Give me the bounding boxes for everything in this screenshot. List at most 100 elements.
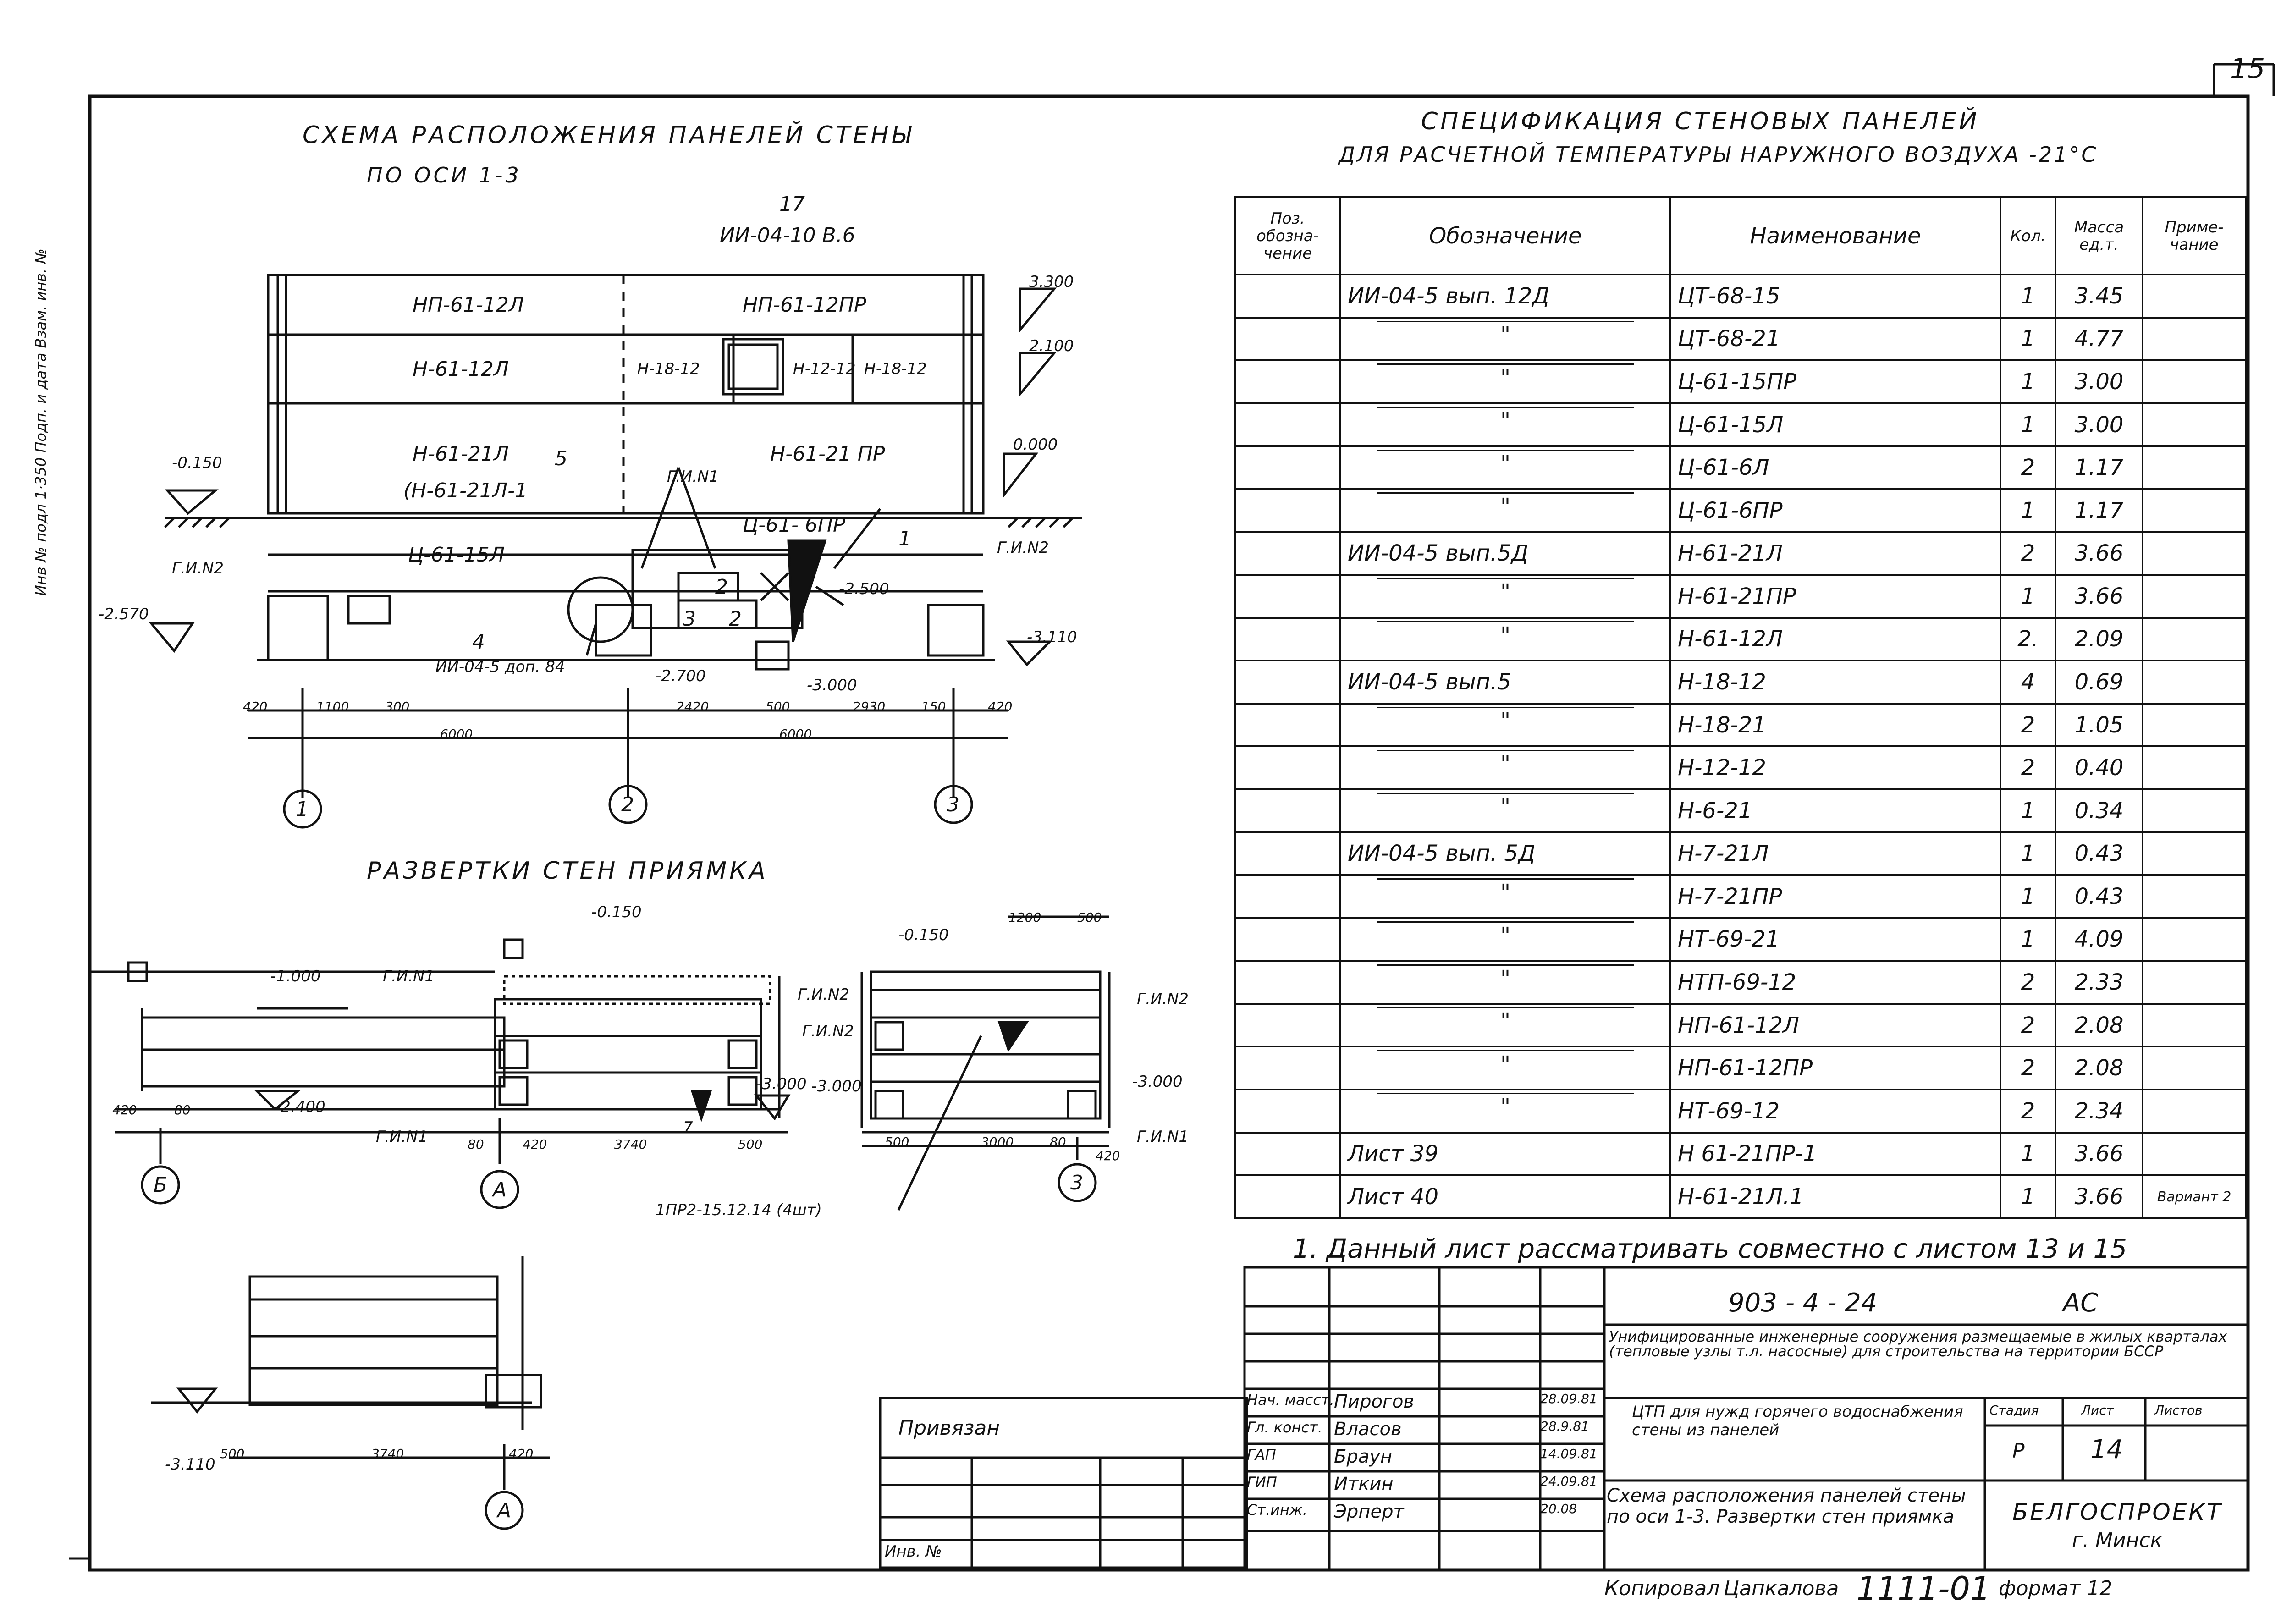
name-cell: НТ-69-21 — [1669, 917, 2001, 962]
copier-name: Цапкалова — [1724, 1577, 1839, 1600]
name-cell: ЦТ-68-15 — [1669, 274, 2001, 319]
stage-header: Стадия — [1989, 1403, 2039, 1418]
ditto-line: " — [1377, 1093, 1634, 1120]
note-cell — [2142, 359, 2247, 404]
col-header: Наименование — [1669, 196, 2001, 275]
designation-ditto-cell: " — [1339, 617, 1671, 662]
qty-cell: 2 — [2000, 531, 2056, 576]
dimension: 500 — [1077, 910, 1102, 925]
pos-cell — [1234, 917, 1341, 962]
dimension: 150 — [921, 699, 946, 714]
top-callout-ref: ИИ-04-10 В.6 — [720, 224, 855, 247]
dimension: 300 — [385, 699, 410, 714]
qty-cell: 2 — [2000, 702, 2056, 748]
ditto-line: " — [1377, 578, 1634, 605]
panel-label: (Н-61-21Л-1 — [403, 479, 528, 502]
staff-role: Гл. конст. — [1247, 1419, 1322, 1436]
callout-label: 1 — [898, 527, 911, 551]
mass-cell: 3.00 — [2055, 402, 2143, 447]
doc-code: 903 - 4 - 24 — [1728, 1288, 1878, 1318]
pos-cell — [1234, 1174, 1341, 1219]
dimension: 1100 — [316, 699, 349, 714]
name-cell: Ц-61-6ПР — [1669, 488, 2001, 533]
qty-cell: 1 — [2000, 402, 2056, 447]
ditto-line: " — [1377, 320, 1634, 348]
designation-ditto-cell: " — [1339, 445, 1671, 490]
ditto-line: " — [1377, 1007, 1634, 1034]
dimension: 6000 — [440, 727, 473, 742]
doc-mark: АС — [2063, 1288, 2099, 1318]
pos-cell — [1234, 660, 1341, 705]
level-mark: 0.000 — [1013, 435, 1058, 454]
pos-cell — [1234, 1131, 1341, 1177]
pit-sweep-left — [90, 938, 791, 1209]
level-mark: -2.700 — [656, 667, 706, 685]
pos-cell — [1234, 1046, 1341, 1090]
callout-label: 2 — [715, 575, 728, 599]
name-cell: Ц-61-15ПР — [1669, 359, 2001, 404]
note-cell — [2142, 1002, 2247, 1048]
callout-label: 1ПР2-15.12.14 (4шт) — [656, 1201, 822, 1219]
axis-bubble: А — [493, 1178, 507, 1201]
name-cell: НП-61-12Л — [1669, 1002, 2001, 1048]
copy-number: 1111-01 — [1857, 1570, 1991, 1607]
qty-cell: 1 — [2000, 574, 2056, 619]
qty-cell: 4 — [2000, 660, 2056, 705]
dimension: 80 — [174, 1102, 191, 1118]
note-cell — [2142, 917, 2247, 962]
name-cell: ЦТ-68-21 — [1669, 316, 2001, 362]
note-cell — [2142, 274, 2247, 319]
designation-ditto-cell: " — [1339, 788, 1671, 833]
callout-label: 3 — [683, 607, 696, 631]
dimension: 1200 — [1008, 910, 1041, 925]
sheet-value: 14 — [2090, 1435, 2123, 1464]
ditto-line: " — [1377, 964, 1634, 991]
dimension: 3740 — [614, 1137, 647, 1152]
name-cell: Ц-61-15Л — [1669, 402, 2001, 447]
staff-role: ГАП — [1247, 1446, 1276, 1464]
mass-cell: 0.43 — [2055, 874, 2143, 919]
pos-cell — [1234, 574, 1341, 619]
org-city: г. Минск — [2072, 1529, 2163, 1552]
qty-cell: 2 — [2000, 1002, 2056, 1048]
level-mark: -3.110 — [1027, 628, 1077, 646]
callout-label: Г.И.N1 — [376, 1128, 428, 1146]
level-mark: -2.500 — [839, 580, 889, 598]
pos-cell — [1234, 531, 1341, 576]
designation-cell: ИИ-04-5 вып. 12Д — [1339, 274, 1671, 319]
designation-cell: Лист 39 — [1339, 1131, 1671, 1177]
callout-label: Г.И.N2 — [172, 559, 224, 578]
callout-label: Г.И.N2 — [802, 1022, 854, 1040]
level-mark: -2.570 — [99, 605, 149, 623]
sweep-title: РАЗВЕРТКИ СТЕН ПРИЯМКА — [367, 857, 768, 885]
level-mark: -0.150 — [898, 926, 949, 944]
panel-label: Н-61-12Л — [413, 358, 509, 381]
name-cell: Н-61-21ПР — [1669, 574, 2001, 619]
staff-name: Пирогов — [1334, 1391, 1414, 1412]
pos-cell — [1234, 488, 1341, 533]
pos-cell — [1234, 316, 1341, 362]
pos-cell — [1234, 831, 1341, 876]
staff-date: 24.09.81 — [1540, 1474, 1598, 1489]
pos-cell — [1234, 702, 1341, 748]
note-cell — [2142, 660, 2247, 705]
qty-cell: 1 — [2000, 874, 2056, 919]
note-cell — [2142, 874, 2247, 919]
col-header: Кол. — [2000, 196, 2056, 275]
col-header: Поз. обозна- чение — [1234, 196, 1341, 275]
qty-cell: 1 — [2000, 359, 2056, 404]
note-cell — [2142, 531, 2247, 576]
level-mark: -0.150 — [172, 454, 222, 472]
inv-label: Инв. № — [885, 1542, 942, 1561]
panel-label: НП-61-12ПР — [743, 293, 866, 317]
name-cell: Н-61-21Л — [1669, 531, 2001, 576]
mass-cell: 4.77 — [2055, 316, 2143, 362]
